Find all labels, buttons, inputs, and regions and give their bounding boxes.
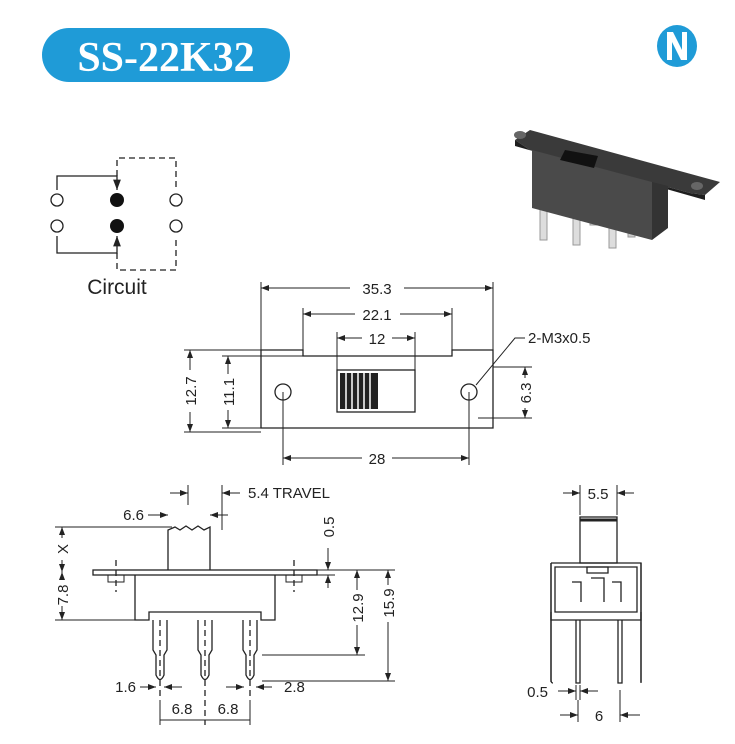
brand-logo	[657, 25, 697, 67]
circuit-diagram: Circuit	[50, 157, 183, 299]
dim-travel: 5.4 TRAVEL	[248, 485, 330, 502]
model-title-badge: SS-22K32	[42, 28, 290, 82]
product-photo	[514, 130, 720, 249]
dim-row-pitch: 6	[595, 708, 603, 725]
dim-height: 12.7	[183, 376, 200, 405]
dim-overall-length: 35.3	[362, 281, 391, 298]
dim-pin-thickness: 0.5	[527, 684, 548, 701]
circuit-label: Circuit	[87, 276, 147, 299]
dim-actuator-width: 6.6	[123, 507, 144, 524]
dim-hole-pitch: 28	[369, 451, 386, 468]
end-view-drawing: 5.5 0.5 6	[527, 485, 642, 725]
dim-pitch-2: 6.8	[218, 701, 239, 718]
dim-actuator-height: X	[55, 544, 72, 554]
dim-end-actuator-width: 5.5	[588, 486, 609, 503]
dim-mount-holes: 2-M3x0.5	[528, 330, 591, 347]
dim-pin-length-short: 12.9	[350, 593, 367, 622]
dim-pin-tip: 2.8	[284, 679, 305, 696]
model-title: SS-22K32	[77, 35, 254, 81]
side-view-drawing: 5.4 TRAVEL 6.6 X 7.8 0.5 12.9 15.9 1.6 2…	[55, 485, 398, 725]
dim-body-length: 22.1	[362, 307, 391, 324]
dim-pitch-1: 6.8	[172, 701, 193, 718]
top-view-drawing: 35.3 22.1 12 2-M3x0.5 12.7 11.1 6.3 28	[183, 281, 591, 468]
dim-plate-thickness: 0.5	[321, 517, 338, 538]
dim-pin-length-total: 15.9	[381, 588, 398, 617]
dim-pin-width: 1.6	[115, 679, 136, 696]
dim-body-depth: 7.8	[55, 585, 72, 606]
dim-slot-length: 12	[369, 331, 386, 348]
dim-body-height: 11.1	[221, 378, 238, 406]
dim-hole-offset: 6.3	[518, 383, 535, 404]
